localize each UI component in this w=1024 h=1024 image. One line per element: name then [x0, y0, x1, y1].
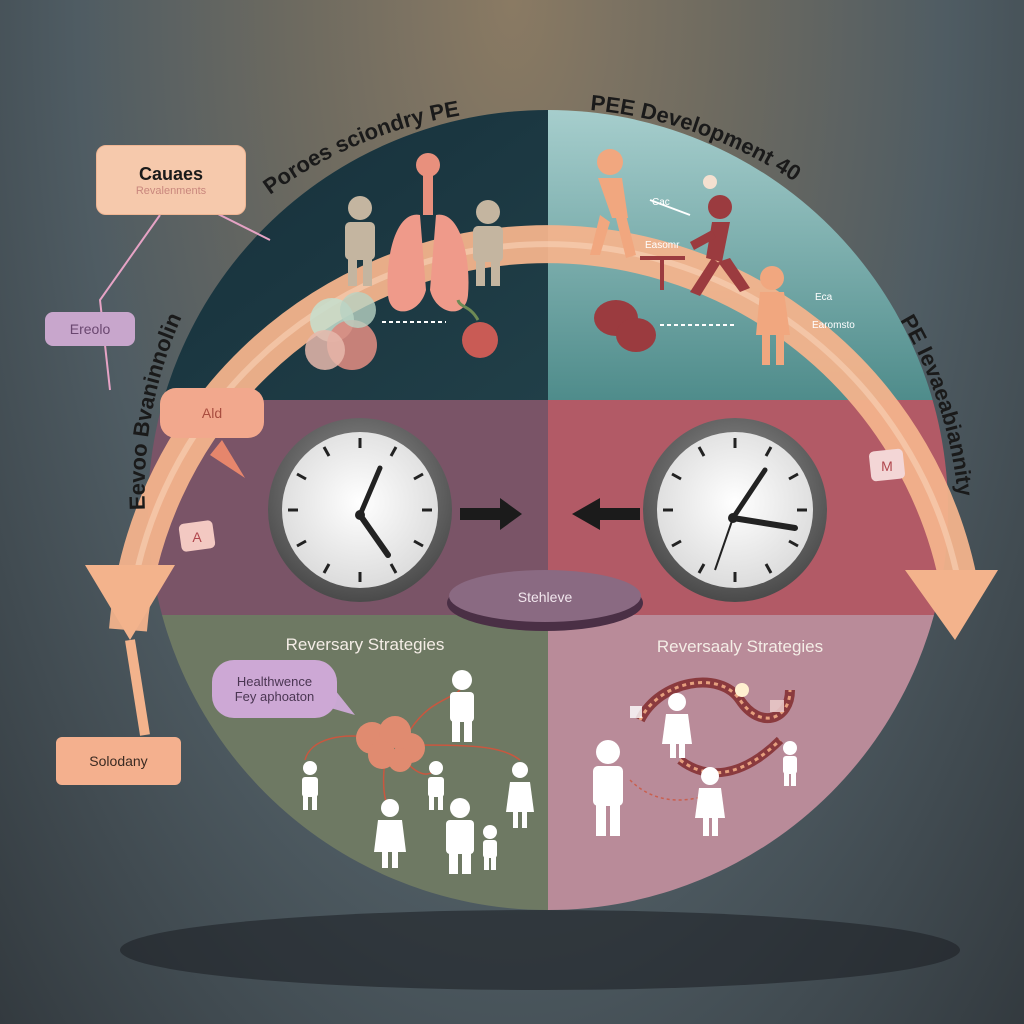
- label-small: Easomr: [645, 240, 680, 251]
- tag-right-label: M: [881, 458, 893, 474]
- label-small: Cac: [652, 197, 670, 208]
- rope-icon: [629, 677, 795, 801]
- apple-icon: [456, 299, 498, 358]
- arrow-left-icon: [572, 498, 640, 530]
- running-person-icon: [690, 195, 750, 296]
- left-arrowhead: [85, 565, 175, 640]
- person-icon: [473, 200, 503, 286]
- right-arrowhead: [905, 570, 998, 640]
- person-icon: [662, 693, 692, 758]
- center-pill-label: Stehleve: [518, 589, 573, 605]
- callout-healthwence: Healthwence Fey aphoaton: [212, 660, 337, 718]
- person-icon: [428, 761, 444, 810]
- blob-icon: [594, 300, 656, 352]
- callout-ereco: Ereolo: [45, 312, 135, 346]
- apple-cluster-icon: [305, 292, 377, 370]
- callout-causes-title: Cauaes: [138, 163, 204, 184]
- callout-aid-label: Ald: [201, 405, 223, 421]
- person-icon: [593, 740, 623, 836]
- label-small: Eca: [815, 292, 833, 303]
- people-icons-left: [302, 670, 534, 874]
- tag-left: [178, 520, 216, 552]
- lungs-icon: [387, 153, 469, 312]
- callout-healthwence-line1: Healthwence: [236, 674, 313, 689]
- sign-icon: [640, 256, 685, 290]
- tag-icon: [770, 700, 784, 712]
- person-icon: [506, 762, 534, 828]
- person-icon: [446, 798, 474, 874]
- clock-right-icon: [643, 418, 827, 602]
- callout-ereco-label: Ereolo: [69, 321, 111, 337]
- outer-arc-highlight: [125, 241, 963, 631]
- tag-right: [869, 448, 905, 482]
- center-pill: [449, 570, 641, 622]
- callout-solodany-label: Solodany: [89, 753, 148, 769]
- light-icon: [735, 683, 749, 697]
- callout-solodany: Solodany: [56, 737, 181, 785]
- ereco-connector: [98, 214, 161, 391]
- tag-icon: [630, 706, 642, 718]
- person-icon: [783, 741, 797, 786]
- person-icon: [450, 670, 474, 742]
- callout-healthwence-line2: Fey aphoaton: [234, 689, 315, 704]
- person-icon: [374, 799, 406, 868]
- bottom-right-title: Reversaaly Strategies: [657, 637, 823, 656]
- quadrant-group: [148, 110, 948, 910]
- callout-aid: Ald: [160, 388, 264, 438]
- callout-causes-subtitle: Revalenments: [135, 184, 207, 197]
- person-icon: [345, 196, 375, 286]
- callout-causes: Cauaes Revalenments: [96, 145, 246, 215]
- bottom-left-title: Reversary Strategies: [286, 635, 445, 654]
- ball-icon: [703, 175, 717, 189]
- people-icons-right: [593, 693, 797, 836]
- clock-left-icon: [268, 418, 452, 602]
- person-icon: [302, 761, 318, 810]
- ground-shadow: [120, 910, 960, 990]
- arrow-right-icon: [460, 498, 522, 530]
- organ-cluster-icon: [356, 716, 425, 772]
- pointer-line: [649, 199, 691, 216]
- standing-person-icon: [756, 266, 790, 365]
- aid-pointer: [210, 440, 245, 478]
- left-connector: [125, 639, 150, 736]
- tag-left-label: A: [192, 529, 202, 545]
- person-icon: [483, 825, 497, 870]
- label-small: Earomsto: [812, 320, 855, 331]
- person-icon: [695, 767, 725, 836]
- walking-person-icon: [590, 149, 636, 258]
